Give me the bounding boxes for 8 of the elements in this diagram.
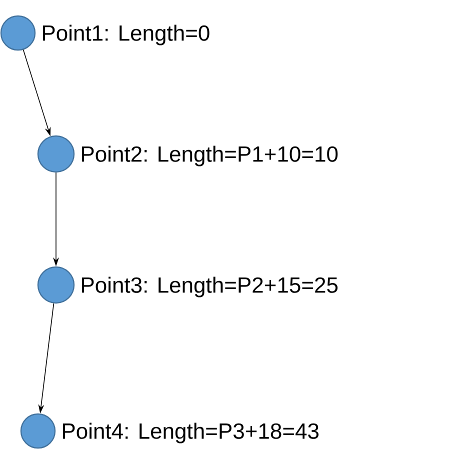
- point-circle: [20, 413, 56, 449]
- point-circle: [37, 135, 75, 173]
- point-label: Point2: Length=P1+10=10: [82, 146, 338, 166]
- point-circle: [37, 266, 75, 304]
- point-label: Point3: Length=P2+15=25: [82, 276, 338, 298]
- point-label: Point1: Length=0: [43, 24, 210, 46]
- point-label: Point4: Length=P3+18=43: [63, 422, 319, 444]
- point-circle: [0, 15, 36, 51]
